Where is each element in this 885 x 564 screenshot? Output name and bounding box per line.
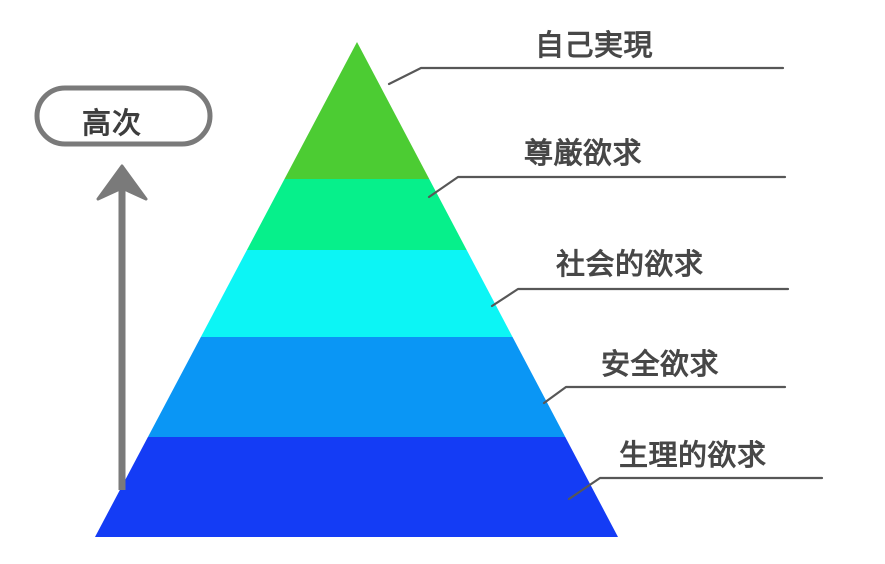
pyramid-level-esteem[interactable]	[90, 179, 625, 250]
arrow-head	[96, 164, 148, 201]
leader-line-physiological	[567, 476, 824, 501]
tier-label-social: 社会的欲求	[556, 247, 704, 281]
tier-label-esteem: 尊厳欲求	[524, 136, 643, 170]
pyramid-level-physiological[interactable]	[90, 437, 625, 540]
leader-line-esteem	[427, 175, 787, 199]
leader-line-safety	[542, 385, 787, 405]
pyramid-level-social[interactable]	[90, 250, 625, 337]
pyramid-level-safety[interactable]	[90, 337, 625, 437]
tier-label-physiological: 生理的欲求	[619, 438, 767, 472]
leader-line-social	[490, 287, 790, 308]
higher-order-badge[interactable]	[34, 85, 213, 147]
upward-arrow-icon	[96, 164, 148, 490]
leader-lines-group	[387, 66, 824, 501]
tier-label-safety: 安全欲求	[601, 347, 720, 381]
leader-line-self-actualization	[387, 66, 785, 86]
higher-order-badge-label: 高次	[82, 106, 143, 140]
tier-label-self-actualization: 自己実現	[535, 28, 654, 62]
